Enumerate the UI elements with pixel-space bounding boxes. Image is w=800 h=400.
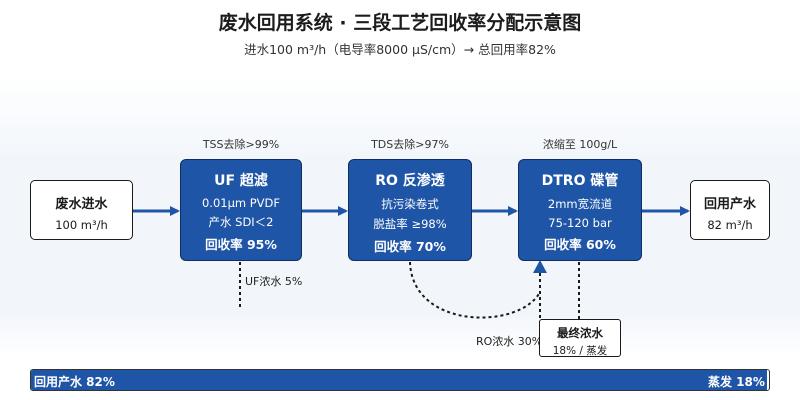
- final-concentrate-share: 18% / 蒸发: [552, 345, 608, 357]
- page-title: 废水回用系统 · 三段工艺回收率分配示意图: [218, 12, 582, 34]
- evaporation-label: 蒸发 18%: [708, 375, 765, 389]
- recovery-split-bar: 回用产水 82% 蒸发 18%: [30, 369, 770, 391]
- ro-title: RO 反渗透: [375, 173, 445, 189]
- uf-caption: TSS去除>99%: [202, 138, 280, 151]
- dtro-recovery: 回收率 60%: [544, 237, 616, 252]
- page-subtitle: 进水100 m³/h（电导率8000 µS/cm）→ 总回用率82%: [244, 42, 556, 57]
- uf-recovery: 回收率 95%: [205, 237, 277, 252]
- uf-spec: 0.01µm PVDF: [201, 196, 281, 210]
- ro-reject-label: RO浓水 30%: [476, 335, 543, 348]
- final-concentrate-box: 最终浓水 18% / 蒸发: [539, 319, 621, 357]
- ro-recovery: 回收率 70%: [374, 239, 446, 254]
- inlet-flow: 100 m³/h: [55, 218, 108, 232]
- dtro-caption: 浓缩至 100g/L: [542, 138, 618, 151]
- recycled-label: 回用产水 82%: [34, 375, 115, 389]
- uf-stage-box: UF 超滤 0.01µm PVDF 产水 SDI＜2 回收率 95%: [180, 159, 302, 261]
- outlet-title: 回用产水: [703, 197, 756, 212]
- ro-stage-box: RO 反渗透 抗污染卷式 脱盐率 ≥98% 回收率 70%: [348, 159, 472, 261]
- uf-reject-label: UF浓水 5%: [245, 275, 303, 288]
- ro-output: 脱盐率 ≥98%: [373, 217, 447, 231]
- outlet-flow: 82 m³/h: [707, 218, 753, 232]
- dtro-stage-box: DTRO 碟管 2mm宽流道 75-120 bar 回收率 60%: [518, 159, 642, 261]
- dtro-pressure: 75-120 bar: [548, 216, 612, 230]
- uf-title: UF 超滤: [214, 173, 268, 189]
- ro-reject-curve: [409, 261, 541, 319]
- final-concentrate-title: 最终浓水: [557, 326, 603, 340]
- recycled-fill: [31, 370, 767, 390]
- dtro-spec: 2mm宽流道: [547, 197, 613, 211]
- inlet-box: 废水进水 100 m³/h: [30, 180, 133, 240]
- dtro-title: DTRO 碟管: [541, 173, 619, 189]
- ro-caption: TDS去除>97%: [371, 138, 449, 151]
- inlet-title: 废水进水: [55, 197, 108, 212]
- uf-output: 产水 SDI＜2: [208, 215, 274, 229]
- ro-reject-arrowhead: [533, 260, 547, 273]
- outlet-box: 回用产水 82 m³/h: [690, 180, 770, 240]
- ro-spec: 抗污染卷式: [381, 197, 439, 211]
